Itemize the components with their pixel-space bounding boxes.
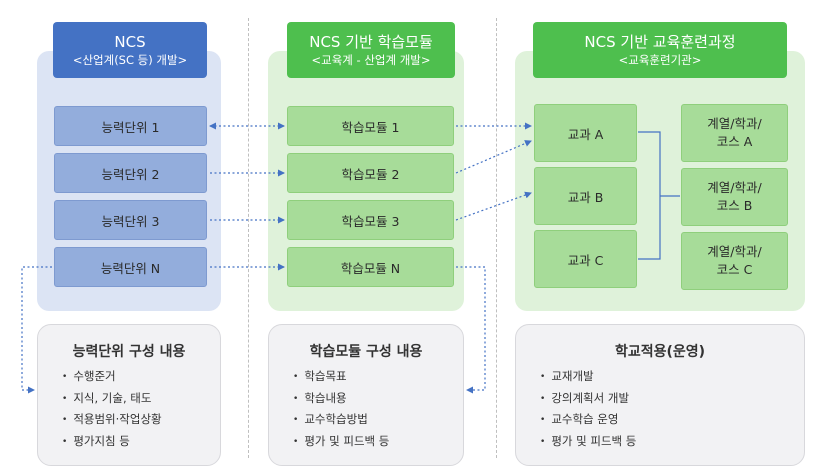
ability-unit-n: 능력단위 N: [54, 247, 207, 287]
list-item: 교재개발: [540, 367, 636, 389]
list-item: 학습내용: [293, 389, 389, 411]
list-item: 교수학습방법: [293, 410, 389, 432]
course-a: 계열/학과/ 코스 A: [681, 104, 788, 162]
course-header: NCS 기반 교육훈련과정 <교육훈련기관>: [533, 22, 787, 78]
module-content-panel: 학습모듈 구성 내용 학습목표 학습내용 교수학습방법 평가 및 피드백 등: [268, 324, 464, 466]
course-header-title: NCS 기반 교육훈련과정: [584, 32, 736, 51]
list-item: 지식, 기술, 태도: [62, 389, 162, 411]
ability-unit-content-panel: 능력단위 구성 내용 수행준거 지식, 기술, 태도 적용범위·작업상황 평가지…: [37, 324, 221, 466]
module-content-title: 학습모듈 구성 내용: [309, 344, 423, 360]
course-a-line1: 계열/학과/: [707, 116, 762, 131]
school-application-panel: 학교적용(운영) 교재개발 강의계획서 개발 교수학습 운영 평가 및 피드백 …: [515, 324, 805, 466]
course-c-line2: 코스 C: [716, 262, 753, 277]
module-content-list: 학습목표 학습내용 교수학습방법 평가 및 피드백 등: [293, 367, 389, 453]
school-application-title: 학교적용(운영): [614, 344, 706, 360]
learning-module-1: 학습모듈 1: [287, 106, 454, 146]
course-header-subtitle: <교육훈련기관>: [618, 52, 702, 67]
course-b: 계열/학과/ 코스 B: [681, 168, 788, 226]
link-module2-subject-a: [455, 140, 532, 174]
list-item: 학습목표: [293, 367, 389, 389]
subject-c: 교과 C: [534, 230, 637, 288]
list-item: 평가 및 피드백 등: [540, 432, 636, 454]
list-item: 평가지침 등: [62, 432, 162, 454]
course-b-line1: 계열/학과/: [707, 180, 762, 195]
course-b-line2: 코스 B: [716, 198, 753, 213]
course-a-line2: 코스 A: [716, 134, 753, 149]
list-item: 수행준거: [62, 367, 162, 389]
school-application-list: 교재개발 강의계획서 개발 교수학습 운영 평가 및 피드백 등: [540, 367, 636, 453]
ability-unit-3: 능력단위 3: [54, 200, 207, 240]
column-separator: [496, 18, 497, 458]
course-c-line1: 계열/학과/: [707, 244, 762, 259]
ability-unit-2: 능력단위 2: [54, 153, 207, 193]
learning-module-n: 학습모듈 N: [287, 247, 454, 287]
ncs-header: NCS <산업계(SC 등) 개발>: [53, 22, 207, 78]
list-item: 강의계획서 개발: [540, 389, 636, 411]
list-item: 평가 및 피드백 등: [293, 432, 389, 454]
link-modulen-panel: [456, 266, 486, 394]
course-c: 계열/학과/ 코스 C: [681, 232, 788, 290]
module-header-title: NCS 기반 학습모듈: [309, 32, 433, 51]
module-header-subtitle: <교육계 - 산업계 개발>: [311, 52, 431, 67]
ability-unit-content-title: 능력단위 구성 내용: [72, 344, 186, 360]
subject-b: 교과 B: [534, 167, 637, 225]
ncs-header-title: NCS: [114, 32, 146, 51]
list-item: 적용범위·작업상황: [62, 410, 161, 432]
ability-unit-1: 능력단위 1: [54, 106, 207, 146]
ability-unit-content-list: 수행준거 지식, 기술, 태도 적용범위·작업상황 평가지침 등: [62, 367, 162, 454]
list-item: 교수학습 운영: [540, 410, 636, 432]
column-separator: [248, 18, 249, 458]
module-header: NCS 기반 학습모듈 <교육계 - 산업계 개발>: [287, 22, 455, 78]
link-module3-subject-b: [455, 191, 532, 221]
link-unitn-panel: [21, 266, 52, 394]
subject-a: 교과 A: [534, 104, 637, 162]
ncs-header-subtitle: <산업계(SC 등) 개발>: [72, 52, 188, 67]
subject-course-bracket: [638, 131, 680, 260]
learning-module-3: 학습모듈 3: [287, 200, 454, 240]
learning-module-2: 학습모듈 2: [287, 153, 454, 193]
